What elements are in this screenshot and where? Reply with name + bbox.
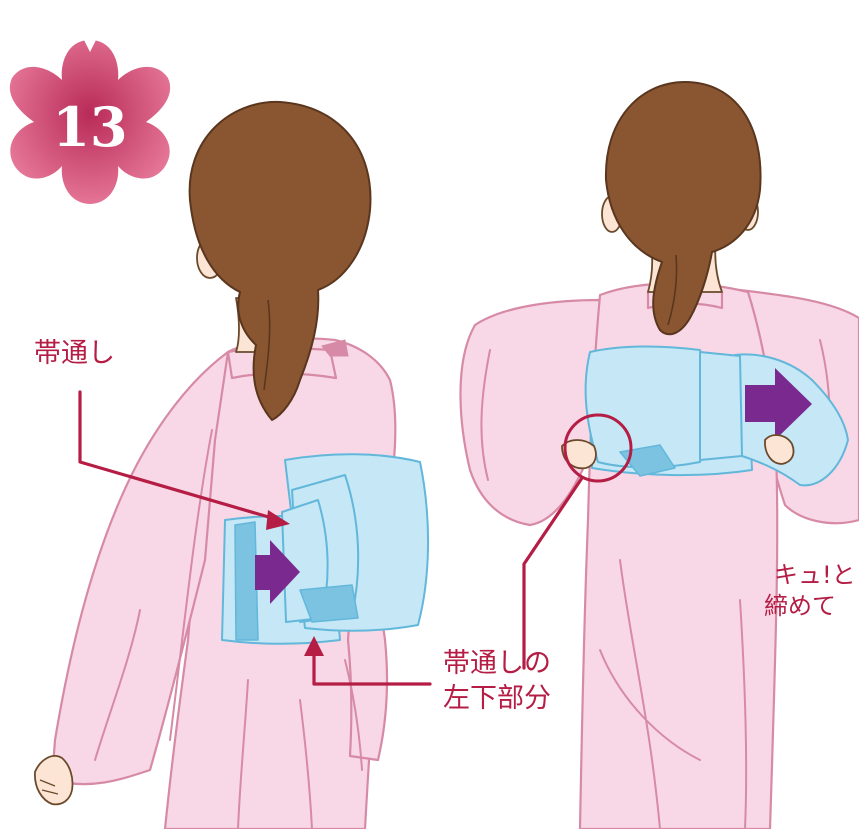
figure-left	[34, 100, 430, 829]
right-arrow-icon	[255, 540, 300, 604]
hand-left	[34, 755, 74, 806]
kimono-left-sleeve	[50, 350, 230, 786]
hair-right	[604, 81, 762, 336]
hand-right-b	[764, 434, 795, 465]
lower-left-label-line2: 左下部分	[443, 683, 551, 714]
tighten-label-line1: キュ!と	[774, 561, 856, 589]
obi-loop-pointer-head	[266, 510, 290, 530]
step-number: 13	[52, 95, 127, 159]
obi-loop-pointer	[78, 390, 274, 520]
tighten-label-line2: 締めて	[764, 592, 836, 620]
hair-left	[188, 100, 372, 421]
kimono-right-fig-left-sleeve	[459, 298, 602, 527]
figure-right	[459, 81, 859, 829]
highlight-pointer	[522, 476, 584, 670]
lower-left-label-line1: 帯通しの	[443, 648, 551, 679]
obi-bow-left	[281, 453, 430, 632]
obi-loop-label: 帯通し	[34, 338, 115, 369]
highlight-circle	[563, 413, 633, 483]
sakura-flower-icon	[9, 40, 171, 204]
lower-left-pointer	[312, 650, 432, 686]
step-badge: 13	[9, 40, 171, 204]
right-arrow-icon	[745, 368, 812, 440]
lower-left-pointer-head	[304, 636, 324, 656]
